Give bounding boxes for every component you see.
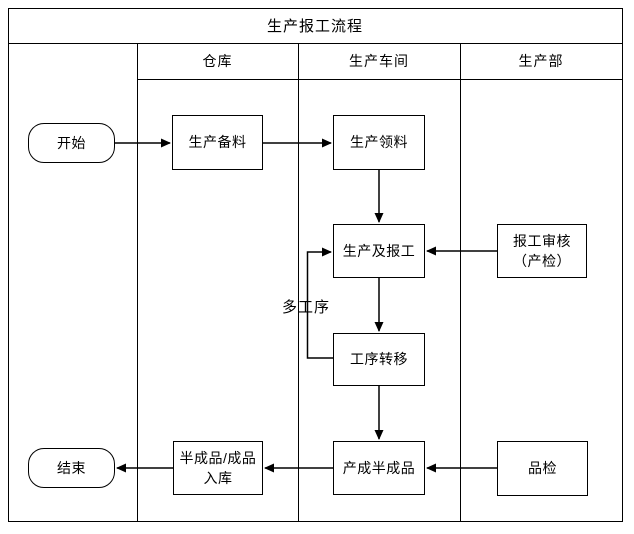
- node-start: 开始: [28, 123, 115, 163]
- edge-label-multi-process: 多工序: [282, 299, 331, 316]
- node-produce-and-report: 生产及报工: [333, 224, 425, 278]
- node-end: 结束: [28, 448, 115, 488]
- node-report-review: 报工审核 （产检）: [497, 224, 587, 278]
- lane-header-warehouse: 仓库: [202, 53, 233, 69]
- node-quality-inspection: 品检: [497, 441, 588, 496]
- node-material-requisition: 生产领料: [333, 115, 425, 170]
- lane-header-workshop: 生产车间: [349, 53, 409, 69]
- lane-header-production-dept: 生产部: [518, 53, 564, 69]
- node-warehousing: 半成品/成品 入库: [173, 441, 263, 495]
- page-title: 生产报工流程: [266, 18, 363, 35]
- node-production-prepare: 生产备料: [172, 115, 263, 170]
- node-process-transfer: 工序转移: [333, 333, 425, 386]
- outer-border: [8, 8, 623, 522]
- arrow-transfer-loop-to-produce: [306, 247, 333, 359]
- node-semi-finished-output: 产成半成品: [333, 441, 425, 495]
